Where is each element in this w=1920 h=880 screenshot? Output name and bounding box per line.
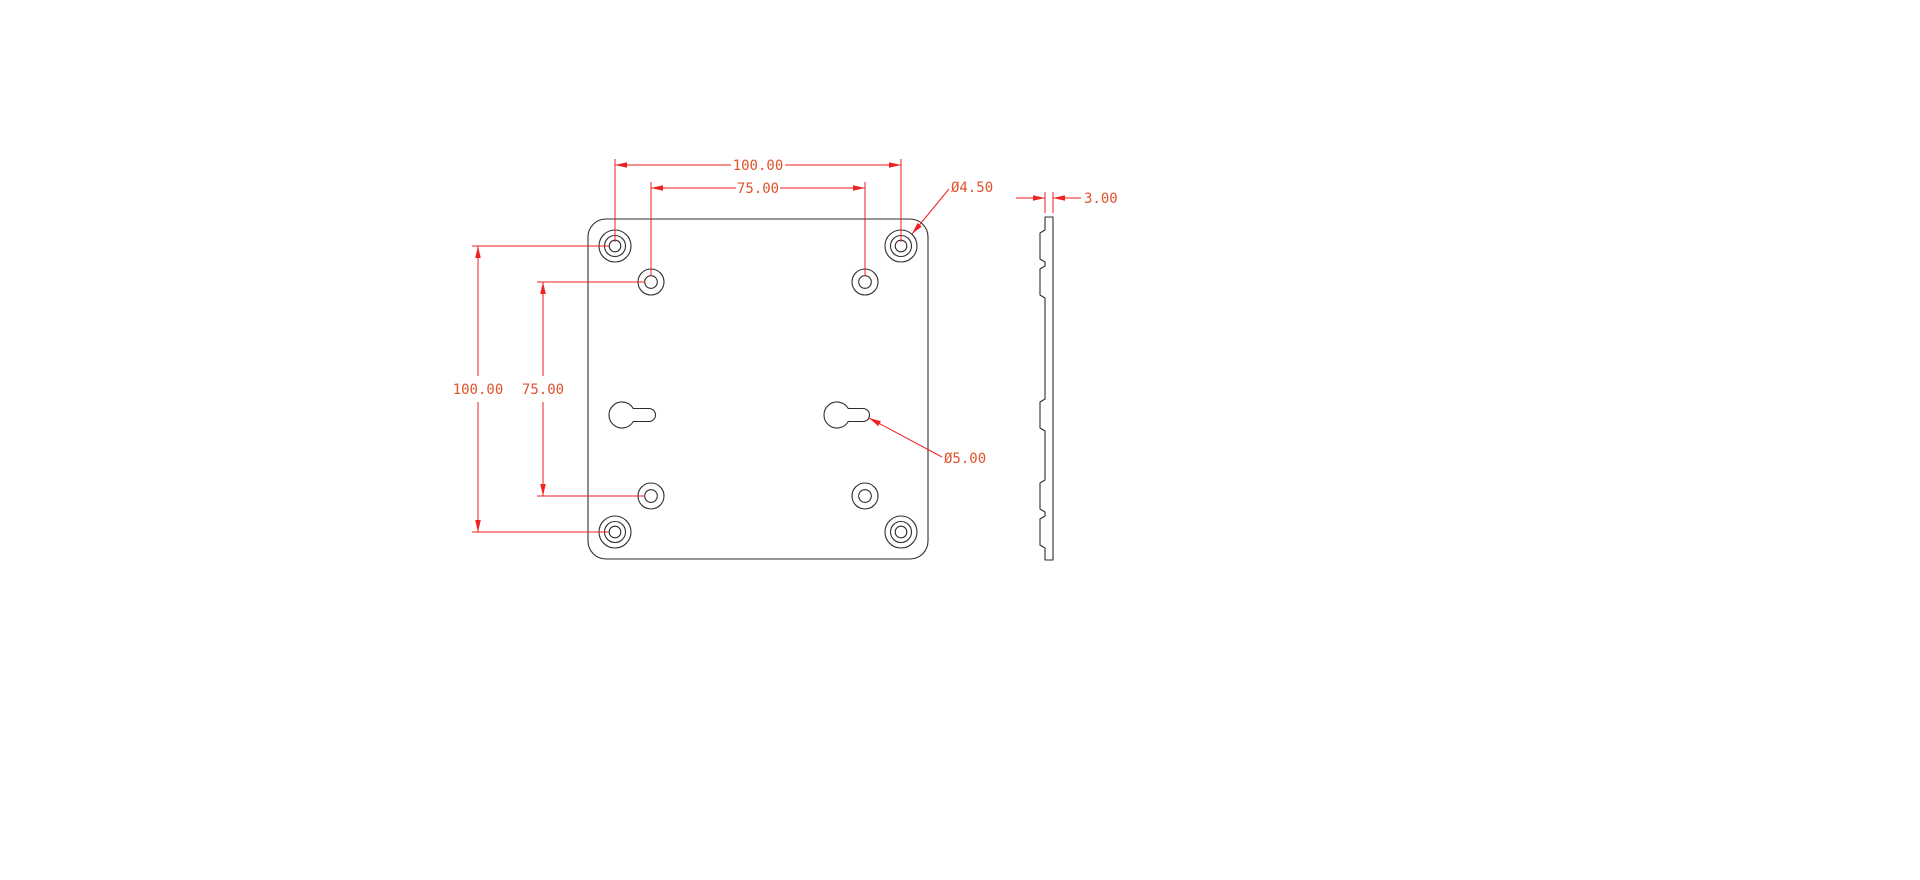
dim-text-horizontal-outer: 100.00 (733, 158, 784, 174)
dim-horizontal-inner: 75.00 (650, 181, 866, 276)
keyhole-slot-left (608, 401, 657, 429)
dim-text-vertical-outer: 100.00 (453, 382, 504, 398)
dimensions: 100.00 75.00 100.00 75.00 (453, 158, 1118, 533)
hole-ring-outer (851, 482, 879, 510)
leader-keyhole-diameter: Ø5.00 (868, 417, 986, 467)
hole-ring-inner (894, 525, 908, 539)
hole-ring-outer (884, 515, 918, 549)
dim-horizontal-outer: 100.00 (614, 158, 902, 242)
leader-hole-diameter: Ø4.50 (911, 180, 993, 235)
hole-ring-inner (644, 275, 658, 289)
hole-ring-inner (644, 489, 658, 503)
dim-vertical-outer: 100.00 (453, 245, 609, 533)
counterbore-hole-bottom-right (884, 515, 918, 549)
front-view (587, 218, 929, 560)
keyhole-slot-right (823, 401, 871, 429)
side-view (1039, 216, 1054, 561)
dim-vertical-inner: 75.00 (522, 281, 645, 497)
dim-text-thickness: 3.00 (1084, 191, 1118, 207)
hole-ring-inner (858, 489, 872, 503)
inner-hole-bottom-right (851, 482, 879, 510)
leader-line (911, 188, 950, 235)
dim-thickness: 3.00 (1016, 191, 1118, 213)
dim-text-keyhole-diameter: Ø5.00 (944, 451, 986, 467)
dim-text-horizontal-inner: 75.00 (737, 181, 779, 197)
dim-text-hole-diameter: Ø4.50 (951, 180, 993, 196)
hole-ring-mid (889, 520, 913, 544)
plate-outline (587, 218, 929, 560)
leader-line (868, 417, 943, 458)
hole-ring-inner (608, 525, 622, 539)
side-profile-outline (1039, 216, 1054, 561)
hole-ring-inner (858, 275, 872, 289)
dim-text-vertical-inner: 75.00 (522, 382, 564, 398)
